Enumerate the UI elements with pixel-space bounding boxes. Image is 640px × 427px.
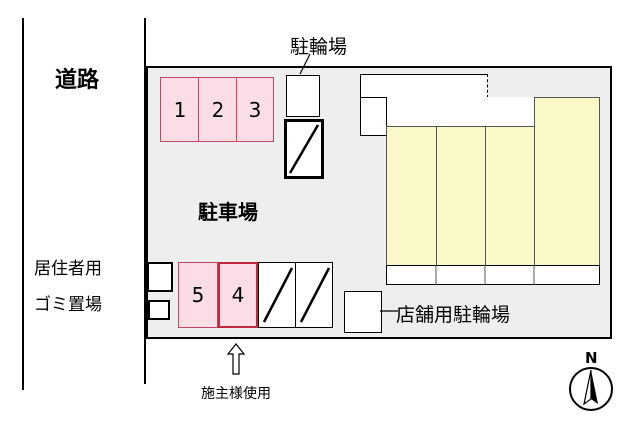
garbage-label-line2: ゴミ置場 — [34, 295, 102, 315]
owner-use-label: 施主様使用 — [201, 386, 271, 402]
road-line-inner — [144, 18, 146, 384]
compass-icon — [569, 367, 613, 411]
building-unit-4 — [534, 97, 600, 266]
parking-slot-5: 5 — [178, 262, 218, 328]
hatch-lines-bottom — [262, 267, 331, 323]
parking-slot-4: 4 — [218, 262, 258, 328]
building-balcony-row — [386, 265, 600, 285]
bicycle-parking-box — [286, 75, 320, 117]
road-label: 道路 — [55, 68, 100, 93]
bicycle-hatch-lines — [288, 124, 320, 174]
garbage-box-large — [147, 262, 173, 292]
building-unit-1 — [386, 126, 437, 266]
shop-bicycle-leader — [380, 310, 398, 312]
parking-slot-2: 2 — [198, 77, 238, 142]
balcony-dividers — [435, 265, 535, 285]
building-corridor — [360, 74, 488, 98]
shop-bicycle-box — [344, 291, 382, 333]
shop-bicycle-label: 店舗用駐輪場 — [396, 304, 511, 326]
road-line-outer — [22, 18, 24, 390]
north-label: N — [585, 349, 598, 367]
building-unit-2 — [436, 126, 486, 266]
bicycle-parking-label: 駐輪場 — [290, 36, 348, 58]
bicycle-label-leader — [299, 53, 311, 75]
parking-slot-3: 3 — [236, 77, 274, 142]
garbage-label-line1: 居住者用 — [34, 259, 102, 279]
car-parking-label: 駐車場 — [198, 200, 258, 224]
owner-use-arrow — [226, 343, 246, 375]
garbage-box-small — [148, 300, 170, 320]
parking-slot-1: 1 — [160, 77, 200, 142]
building-unit-3 — [485, 126, 535, 266]
